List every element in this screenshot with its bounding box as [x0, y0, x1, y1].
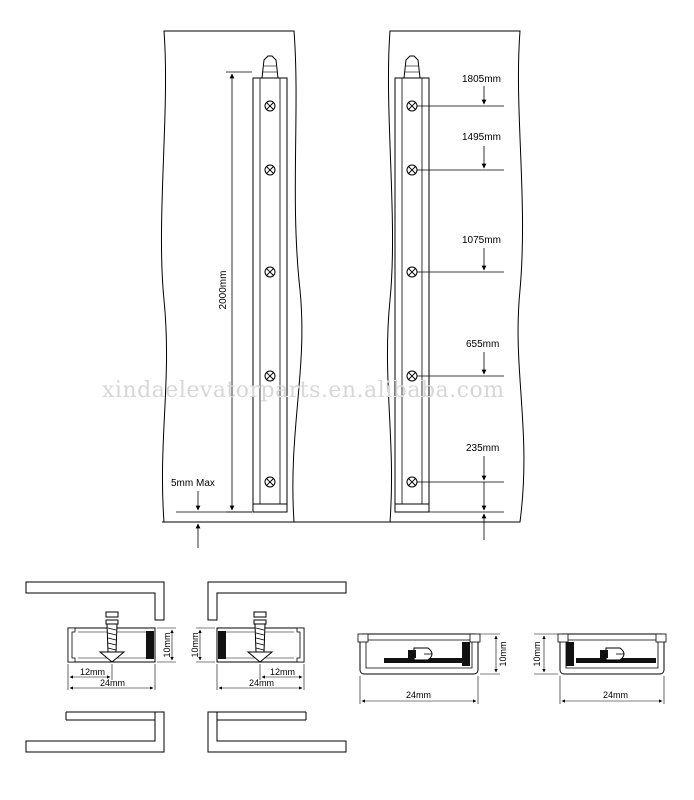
gap-label: 5mm Max	[171, 478, 215, 489]
section-view-3: 24mm 10mm	[357, 633, 508, 704]
door-panel-bottom-2	[207, 711, 347, 753]
rubber-seal-1	[146, 631, 154, 659]
dim-12-label-2: 12mm	[270, 667, 295, 677]
left-rail-top-cap	[261, 55, 279, 79]
door-panel-top-2	[207, 581, 347, 621]
right-vertical-rail	[394, 77, 430, 513]
dim-24-label-4: 24mm	[603, 690, 628, 700]
section-view-4: 24mm 10mm	[532, 633, 667, 704]
adjust-screw-2	[246, 611, 274, 663]
door-panel-bottom-1	[25, 711, 165, 753]
hole-label-4: 655mm	[466, 339, 499, 350]
dim-24-label-1: 24mm	[100, 678, 125, 688]
dim-10-label-3: 10mm	[498, 641, 508, 666]
section-view-1: 12mm 24mm 10mm	[25, 581, 176, 753]
dim-24-label-2: 24mm	[249, 678, 274, 688]
right-door-outline	[386, 30, 525, 523]
right-rail-top-cap	[403, 55, 421, 79]
hole-label-1: 1805mm	[462, 74, 501, 85]
dim-12-label-1: 12mm	[80, 667, 105, 677]
door-panel-top-1	[25, 581, 165, 621]
adjust-screw-1	[98, 611, 126, 663]
hole-label-2: 1495mm	[462, 132, 501, 143]
sensor-3	[384, 647, 464, 663]
sensor-4	[576, 647, 656, 663]
hole-label-3: 1075mm	[462, 235, 501, 246]
dim-10-label-4: 10mm	[532, 641, 542, 666]
left-vertical-rail	[252, 77, 288, 513]
hole-label-5: 235mm	[466, 443, 499, 454]
section-view-2: 12mm 24mm 10mm	[190, 581, 347, 753]
dim-10-label-1: 10mm	[162, 632, 172, 657]
hole-height-leaders	[417, 86, 504, 540]
dim-24-label-3: 24mm	[406, 690, 431, 700]
dim-10-label-2: 10mm	[190, 632, 200, 657]
watermark: xindaelevatorparts.en.alibaba.com	[102, 378, 505, 403]
left-door-elevation: 2000mm 5mm Max	[160, 30, 520, 548]
rubber-seal-4	[566, 642, 574, 666]
right-door-elevation: 1805mm 1495mm 1075mm 655mm 235mm	[386, 30, 525, 540]
height-dimension-label: 2000mm	[218, 271, 229, 310]
rubber-seal-3	[462, 642, 470, 666]
rubber-seal-2	[218, 631, 226, 659]
